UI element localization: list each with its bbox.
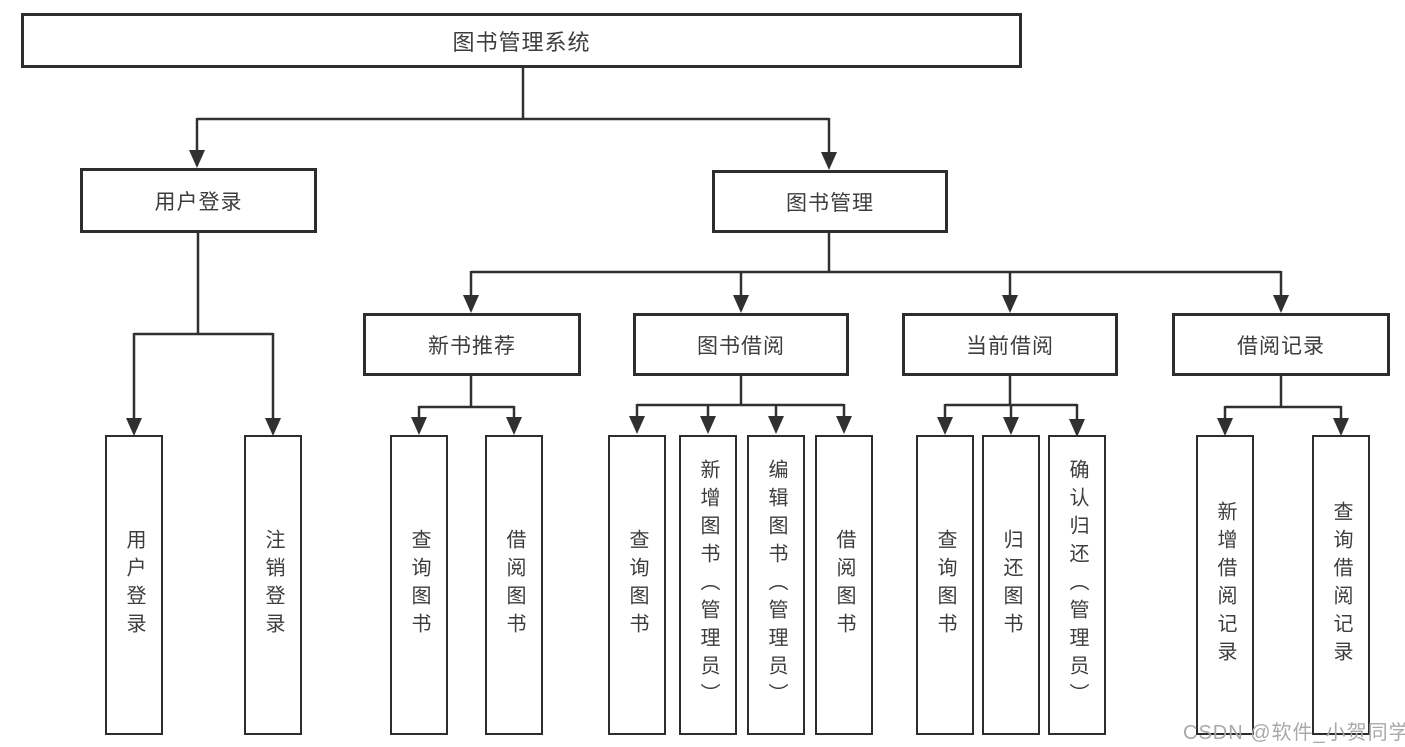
node-current-borrowing: 当前借阅	[902, 313, 1118, 376]
leaf-confirm-return-admin: 确认归还（管理员）	[1048, 435, 1106, 735]
node-book-management: 图书管理	[712, 170, 948, 233]
leaf-label: 注销登录	[262, 529, 284, 641]
node-borrowing-records: 借阅记录	[1172, 313, 1390, 376]
leaf-query-books-current: 查询图书	[916, 435, 974, 735]
leaf-query-books-recommend: 查询图书	[390, 435, 448, 735]
leaf-user-login: 用户登录	[105, 435, 163, 735]
node-label: 图书借阅	[697, 334, 785, 358]
leaf-edit-books-admin: 编辑图书（管理员）	[747, 435, 805, 735]
leaf-label: 查询图书	[408, 529, 430, 641]
leaf-borrow-books-borrowing: 借阅图书	[815, 435, 873, 735]
leaf-label: 归还图书	[1000, 529, 1022, 641]
leaf-label: 查询图书	[934, 529, 956, 641]
node-label: 图书管理系统	[452, 29, 591, 55]
leaf-add-borrow-record: 新增借阅记录	[1196, 435, 1254, 735]
leaf-label: 编辑图书（管理员）	[765, 459, 787, 711]
leaf-return-books: 归还图书	[982, 435, 1040, 735]
leaf-label: 确认归还（管理员）	[1066, 459, 1088, 711]
leaf-label: 用户登录	[123, 529, 145, 641]
leaf-label: 借阅图书	[833, 529, 855, 641]
leaf-label: 借阅图书	[503, 529, 525, 641]
leaf-label: 查询图书	[626, 529, 648, 641]
leaf-query-borrow-record: 查询借阅记录	[1312, 435, 1370, 735]
leaf-borrow-books-recommend: 借阅图书	[485, 435, 543, 735]
leaf-label: 新增图书（管理员）	[697, 459, 719, 711]
leaf-add-books-admin: 新增图书（管理员）	[679, 435, 737, 735]
node-label: 借阅记录	[1237, 334, 1325, 358]
node-root-library-system: 图书管理系统	[21, 13, 1022, 68]
node-label: 当前借阅	[966, 334, 1054, 358]
csdn-watermark: CSDN @软件_小贺同学	[1183, 722, 1405, 744]
leaf-label: 查询借阅记录	[1330, 501, 1352, 669]
leaf-label: 新增借阅记录	[1214, 501, 1236, 669]
node-new-book-recommend: 新书推荐	[363, 313, 581, 376]
leaf-query-books-borrowing: 查询图书	[608, 435, 666, 735]
node-label: 新书推荐	[428, 334, 516, 358]
node-label: 用户登录	[154, 190, 243, 214]
node-label: 图书管理	[786, 191, 874, 215]
node-book-borrowing: 图书借阅	[633, 313, 849, 376]
leaf-logout: 注销登录	[244, 435, 302, 735]
node-user-login: 用户登录	[80, 168, 317, 233]
